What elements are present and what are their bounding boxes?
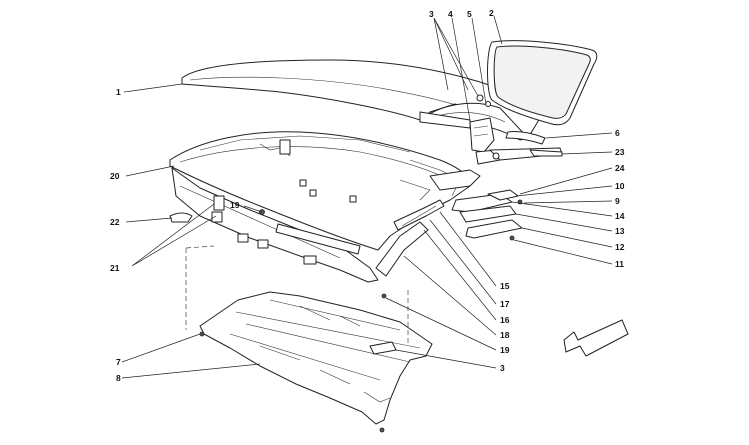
callout-15: 15 [500,281,510,291]
callout-9: 9 [615,196,620,206]
callout-labels: 1 2 3 4 5 6 23 24 10 9 14 13 12 11 20 19… [110,8,625,383]
callout-5: 5 [467,9,472,19]
side-brackets [381,189,523,299]
callout-19a: 19 [230,200,240,210]
lower-trim [169,167,379,283]
callout-10: 10 [615,181,625,191]
callout-3b: 3 [500,363,505,373]
callout-2: 2 [489,8,494,18]
callout-22: 22 [110,217,120,227]
callout-17: 17 [500,299,510,309]
front-direction-arrow-icon [563,319,629,357]
rear-seal [505,131,546,145]
callout-21: 21 [110,263,120,273]
callout-14: 14 [615,211,625,221]
callout-24: 24 [615,163,625,173]
leader-lines [121,15,613,379]
side-rail [275,199,445,277]
callout-11: 11 [615,259,624,269]
callout-3a: 3 [429,9,434,19]
callout-23: 23 [615,147,625,157]
alignment-lines [185,245,409,344]
callout-12: 12 [615,242,625,252]
callout-19b: 19 [500,345,510,355]
callout-4: 4 [448,9,453,19]
tonneau-panel [199,291,433,433]
callout-7: 7 [116,357,121,367]
callout-13: 13 [615,226,625,236]
callout-16: 16 [500,315,510,325]
callout-1: 1 [116,87,121,97]
callout-20: 20 [110,171,120,181]
lever-assembly [489,147,563,161]
headliner-frame [169,131,481,251]
rear-window [487,40,598,126]
callout-18: 18 [500,330,510,340]
callout-8: 8 [116,373,121,383]
callout-6: 6 [615,128,620,138]
